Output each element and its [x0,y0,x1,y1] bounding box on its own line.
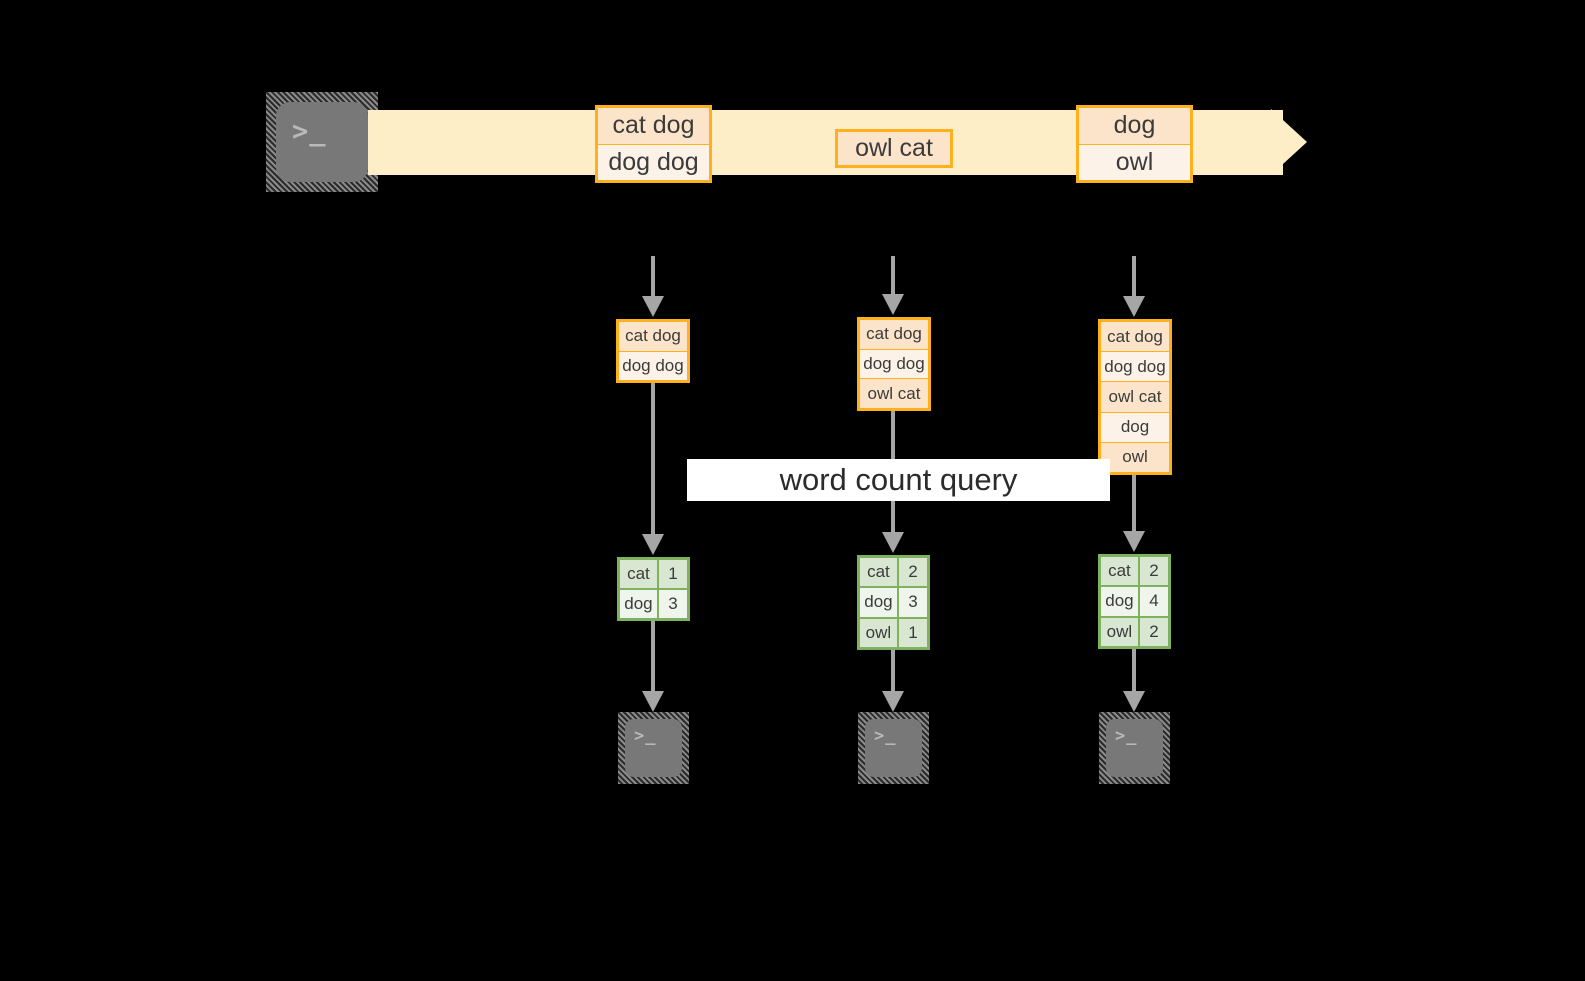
table-row: cat 1 [620,560,687,590]
table-row: dog 3 [860,588,927,619]
label-text: word count query [779,462,1018,497]
result-table-2[interactable]: cat 2 dog 3 owl 1 [857,555,930,650]
result-to-sink-arrowhead-2 [882,691,904,712]
table-row: owl 2 [1101,617,1168,646]
result-word: dog [1101,587,1140,616]
result-count: 2 [1139,617,1168,646]
input-line: dog dog [860,349,928,380]
result-to-sink-connector-2 [891,650,895,693]
input-to-result-arrowhead-1 [642,534,664,555]
stream-to-input-connector-1 [651,256,655,298]
terminal-prompt-glyph: >_ [292,116,327,147]
terminal-body [625,719,682,777]
result-count: 3 [658,590,687,618]
table-row: dog 3 [620,590,687,618]
stream-message-line: owl cat [838,132,950,165]
stream-to-input-arrowhead-1 [642,296,664,317]
result-count: 1 [898,618,927,647]
result-table-3[interactable]: cat 2 dog 4 owl 2 [1098,554,1171,649]
result-to-sink-arrowhead-3 [1123,691,1145,712]
input-table-3[interactable]: cat dog dog dog owl cat dog owl [1098,319,1172,475]
input-line: dog dog [1101,352,1169,383]
input-to-result-arrowhead-3 [1123,531,1145,552]
stream-message-line: dog dog [598,144,709,180]
stream-to-input-connector-3 [1132,256,1136,298]
stream-message-batch-2[interactable]: owl cat [835,129,953,168]
input-table-2[interactable]: cat dog dog dog owl cat [857,317,931,411]
terminal-body [865,719,922,777]
source-terminal-icon[interactable]: >_ [266,92,378,192]
input-line: owl cat [1101,382,1169,413]
result-word: cat [860,558,899,587]
result-word: owl [1101,617,1140,646]
input-line: owl [1101,442,1169,473]
terminal-prompt-glyph: >_ [1115,726,1138,746]
table-row: cat 2 [1101,557,1168,588]
result-word: cat [1101,557,1140,586]
stream-message-line: cat dog [598,108,709,145]
input-line: dog [1101,412,1169,443]
input-line: cat dog [860,320,928,350]
result-count: 2 [898,558,927,587]
result-count: 3 [898,588,927,617]
input-to-result-connector-1 [651,383,655,536]
terminal-prompt-glyph: >_ [634,726,657,746]
input-line: owl cat [860,379,928,409]
result-word: dog [620,590,659,618]
stream-to-input-arrowhead-2 [882,294,904,315]
table-row: dog 4 [1101,587,1168,618]
sink-terminal-icon-2[interactable]: >_ [858,712,929,784]
input-line: cat dog [619,322,687,352]
result-to-sink-connector-3 [1132,649,1136,693]
result-word: cat [620,560,659,588]
input-line: dog dog [619,351,687,380]
result-count: 1 [658,560,687,588]
stream-message-batch-3[interactable]: dog owl [1076,105,1193,183]
table-row: owl 1 [860,618,927,647]
result-table-1[interactable]: cat 1 dog 3 [617,557,690,621]
word-count-query-label: word count query [687,459,1110,501]
result-word: dog [860,588,899,617]
stream-message-line: owl [1079,144,1190,180]
stream-to-input-connector-2 [891,256,895,296]
result-to-sink-arrowhead-1 [642,691,664,712]
stream-to-input-arrowhead-3 [1123,296,1145,317]
input-to-result-connector-3 [1132,475,1136,533]
terminal-body [1106,719,1163,777]
stream-message-line: dog [1079,108,1190,145]
stream-message-batch-1[interactable]: cat dog dog dog [595,105,712,183]
input-table-1[interactable]: cat dog dog dog [616,319,690,383]
table-row: cat 2 [860,558,927,589]
terminal-body [276,102,368,182]
result-count: 2 [1139,557,1168,586]
stream-arrow-head-icon [1271,109,1307,175]
result-to-sink-connector-1 [651,621,655,693]
input-line: cat dog [1101,322,1169,353]
result-word: owl [860,618,899,647]
terminal-prompt-glyph: >_ [874,726,897,746]
sink-terminal-icon-1[interactable]: >_ [618,712,689,784]
result-count: 4 [1139,587,1168,616]
sink-terminal-icon-3[interactable]: >_ [1099,712,1170,784]
input-to-result-arrowhead-2 [882,532,904,553]
